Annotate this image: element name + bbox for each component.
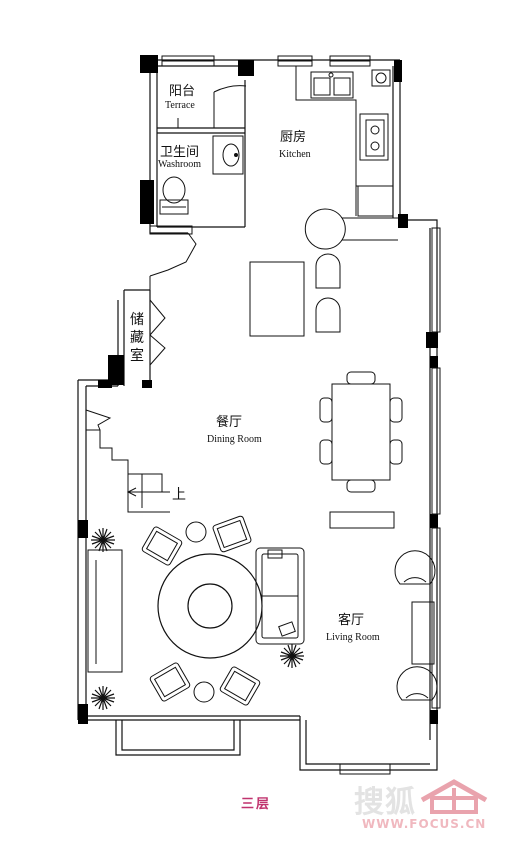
terrace-label-en: Terrace [165,100,195,111]
lounge-chairs [394,550,438,701]
sofa-icon [255,547,305,645]
storage-char-1: 储 [130,312,144,328]
staircase [85,409,170,513]
washbasin-icon [212,135,244,175]
side-cabinet [411,601,435,665]
living-label-en: Living Room [326,632,380,643]
sink-icon [310,71,354,99]
terrace-room: 阳台 Terrace [165,84,195,111]
fridge-icon [371,69,391,87]
washroom-room: 卫生间 Washroom [158,135,244,215]
sideboard [329,511,395,529]
storage-char-3: 室 [130,347,144,364]
kitchen-island [249,253,341,337]
dining-table [319,371,403,493]
watermark-domain: WWW.FOCUS.CN [362,817,487,831]
watermark-site: 搜狐 [354,785,416,820]
terrace-label-zh: 阳台 [169,84,195,99]
kitchen-counter [295,66,393,217]
tv-cabinet [87,549,123,673]
walls [77,59,438,771]
kitchen-room: 厨房 Kitchen [279,66,398,250]
round-table [157,553,263,659]
living-label-zh: 客厅 [338,612,364,628]
kitchen-label-zh: 厨房 [280,129,306,145]
toilet-icon [159,176,189,215]
washroom-label-zh: 卫生间 [160,145,199,160]
cooktop-icon [365,119,385,157]
doors [149,85,247,366]
dining-label-en: Dining Room [207,434,262,445]
armchairs [141,515,261,706]
watermark-logo-icon [420,779,488,814]
breakfast-counter [304,208,398,250]
plant-icons [91,528,304,710]
dining-label-zh: 餐厅 [216,414,242,430]
wall-posts [78,55,438,724]
dining-room: 餐厅 Dining Room [207,371,403,529]
living-room: 客厅 Living Room [87,515,438,706]
kitchen-label-en: Kitchen [279,149,311,160]
floor-title: 三层 [240,797,271,812]
washroom-label-en: Washroom [158,159,201,170]
storage-char-2: 藏 [130,330,144,346]
window-panels [149,55,441,775]
stair-up-label: 上 [172,487,186,503]
storage-room: 储 藏 室 [130,312,144,364]
